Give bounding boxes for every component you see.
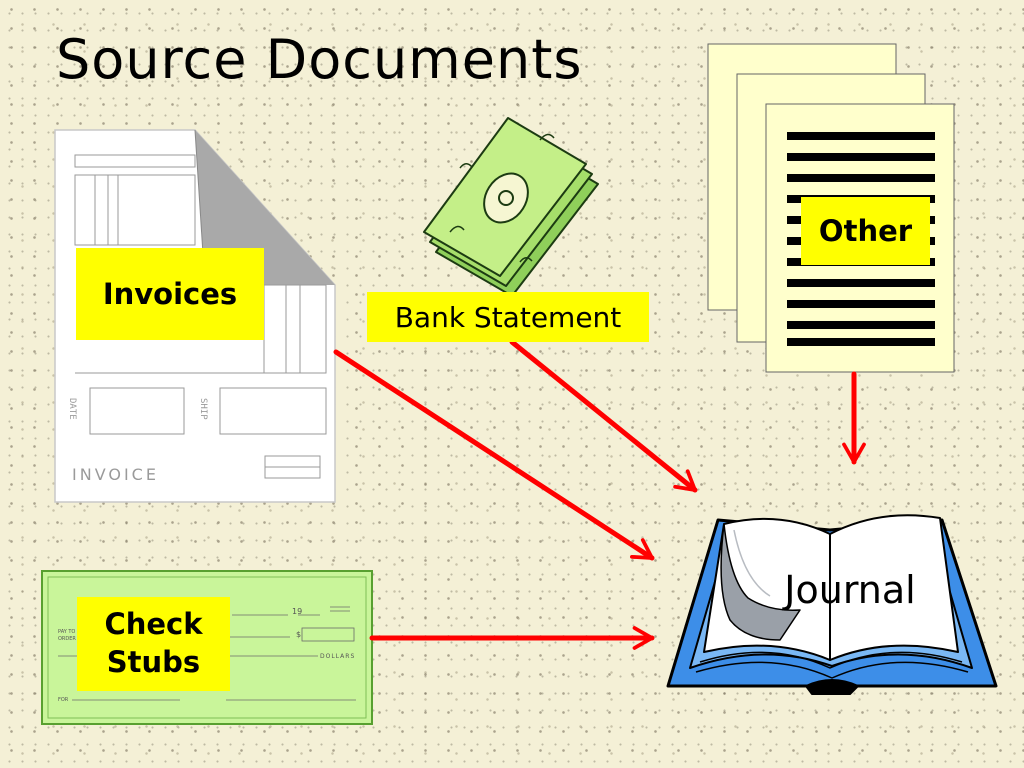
check-stubs-label-line1: Check [104, 607, 203, 642]
check-stubs-label-line2: Stubs [106, 645, 201, 679]
invoice-side-left: DATE [67, 398, 77, 420]
arrow-invoices-to-journal [333, 349, 655, 561]
check-for: FOR [58, 697, 69, 703]
check-dollars: DOLLARS [320, 653, 355, 660]
invoices-label: Invoices [76, 248, 264, 340]
other-label: Other [801, 197, 930, 265]
flow-arrows [333, 339, 866, 650]
check-pay-to: PAY TO [58, 629, 75, 635]
bank-statement-label: Bank Statement [367, 292, 649, 342]
invoice-side-right: SHIP [198, 398, 208, 420]
arrow-bank-statement-to-journal [509, 339, 698, 493]
journal-label: Journal [784, 568, 916, 612]
money-stack-icon [423, 117, 599, 297]
check-order-of: ORDER OF [58, 636, 84, 642]
check-currency: $ [296, 630, 301, 639]
check-stubs-label: Check Stubs [77, 597, 230, 691]
open-book-icon [666, 514, 998, 695]
invoice-watermark: INVOICE [72, 465, 159, 484]
stacked-documents-icon [707, 43, 955, 373]
check-year: 19 [292, 607, 302, 616]
slide-title: Source Documents [56, 28, 583, 91]
